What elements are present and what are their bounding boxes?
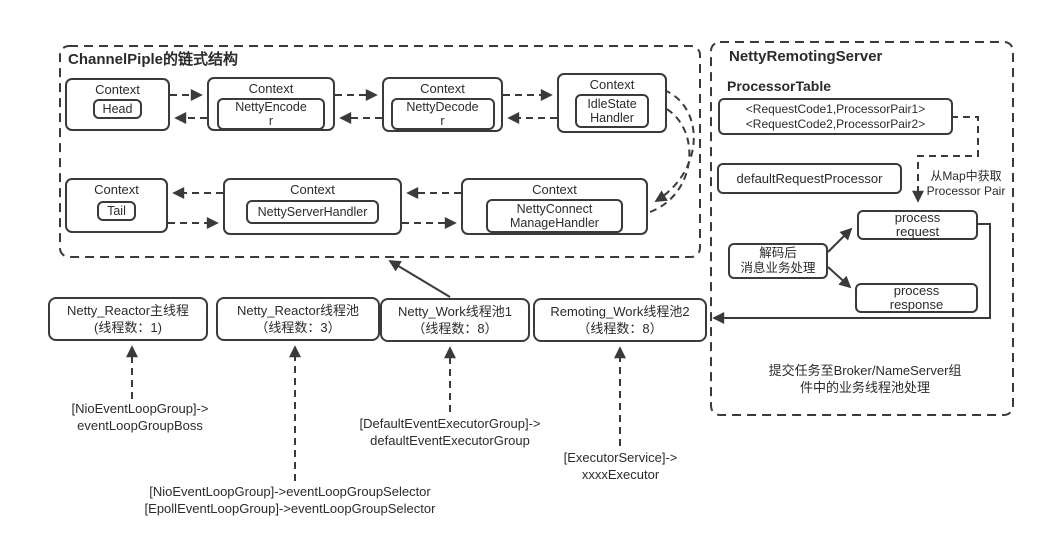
decode-note-box: 解码后 消息业务处理 xyxy=(728,243,828,279)
default-request-processor-box: defaultRequestProcessor xyxy=(717,163,902,194)
processor-table-box: <RequestCode1,ProcessorPair1> <RequestCo… xyxy=(718,98,953,135)
context-label: Context xyxy=(290,182,335,197)
thread-box-work-pool1: Netty_Work线程池1 （线程数：8） xyxy=(380,298,530,342)
arc-connectmanage-to-idle xyxy=(649,99,691,213)
thread-box-reactor-pool: Netty_Reactor线程池 （线程数：3） xyxy=(216,297,380,341)
context-label: Context xyxy=(532,182,577,197)
pipeline-panel-border xyxy=(59,45,701,258)
handler-netty-decoder: NettyDecode r xyxy=(390,98,495,130)
arc-idle-to-connectmanage xyxy=(654,89,695,202)
context-box-tail: Context Tail xyxy=(65,178,168,233)
context-box-idlestate: Context IdleState Handler xyxy=(557,73,667,133)
map-lookup-note: 从Map中获取 Processor Pair xyxy=(926,169,1006,198)
handler-head: Head xyxy=(92,99,143,119)
arrow-process-request-to-remoting-pool xyxy=(712,223,991,324)
impl-label-eventloopgroup-selector: [NioEventLoopGroup]->eventLoopGroupSelec… xyxy=(144,484,436,516)
context-box-connectmanage: Context NettyConnect ManageHandler xyxy=(461,178,648,235)
submit-task-note: 提交任务至Broker/NameServer组 件中的业务线程池处理 xyxy=(768,363,962,395)
handler-tail: Tail xyxy=(97,201,136,221)
processor-table-heading: ProcessorTable xyxy=(727,78,832,94)
arrow-decode-to-process-request xyxy=(827,227,853,253)
impl-label-eventloopgroup-boss: [NioEventLoopGroup]-> eventLoopGroupBoss xyxy=(71,401,209,433)
thread-box-remoting-pool2: Remoting_Work线程池2 （线程数：8） xyxy=(533,298,707,342)
context-label: Context xyxy=(248,81,294,96)
context-box-encoder: Context NettyEncode r xyxy=(207,77,335,131)
context-label: Context xyxy=(94,182,139,197)
process-response-box: process response xyxy=(855,283,978,313)
impl-label-xxxx-executor: [ExecutorService]-> xxxxExecutor xyxy=(563,450,678,482)
arrow-workpool-to-pipeline xyxy=(388,260,451,298)
context-box-decoder: Context NettyDecode r xyxy=(382,77,503,132)
thread-box-reactor-main: Netty_Reactor主线程 (线程数：1) xyxy=(48,297,208,341)
context-box-serverhandler: Context NettyServerHandler xyxy=(223,178,402,235)
context-label: Context xyxy=(95,82,140,97)
context-label: Context xyxy=(589,77,635,92)
context-box-head: Context Head xyxy=(65,78,170,131)
server-panel-title: NettyRemotingServer xyxy=(729,48,883,65)
context-label: Context xyxy=(420,81,465,96)
process-request-box: process request xyxy=(857,210,978,240)
server-panel-border xyxy=(710,41,1014,416)
handler-nettyconnect-manage: NettyConnect ManageHandler xyxy=(486,199,623,233)
handler-idlestate: IdleState Handler xyxy=(575,94,649,128)
handler-netty-encoder: NettyEncode r xyxy=(217,98,325,130)
pipeline-panel-title: ChannelPiple的链式结构 xyxy=(68,51,239,68)
arrow-table-to-process-request xyxy=(912,116,979,203)
handler-netty-serverhandler: NettyServerHandler xyxy=(245,200,380,224)
impl-label-default-event-executor: [DefaultEventExecutorGroup]-> defaultEve… xyxy=(359,416,541,448)
arrow-decode-to-process-response xyxy=(827,266,852,289)
